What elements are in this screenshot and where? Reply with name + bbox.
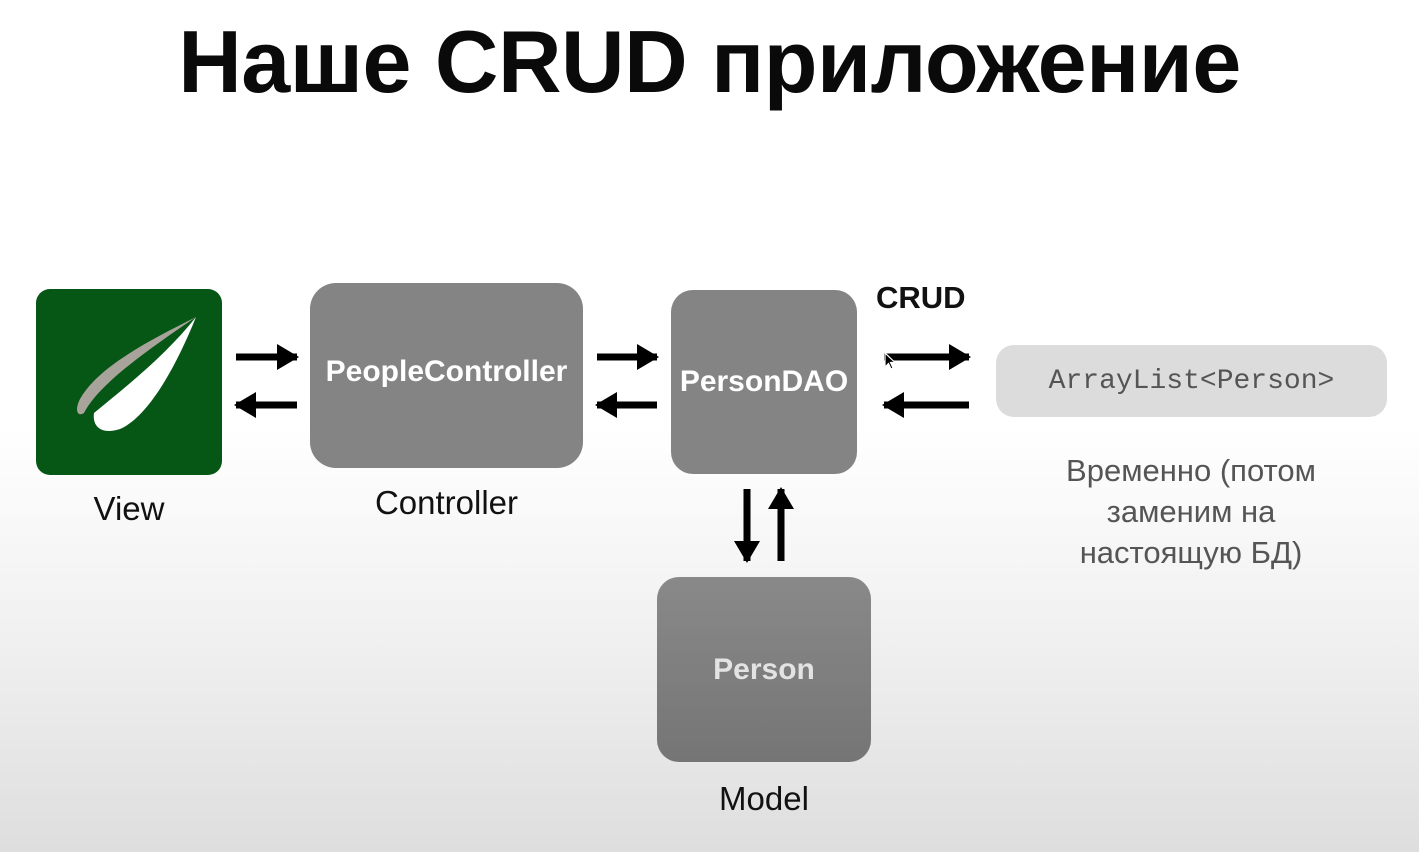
spring-leaf-icon: [36, 289, 222, 475]
controller-caption: Controller: [374, 484, 519, 521]
mouse-pointer-icon: [884, 352, 897, 370]
people-controller-label: PeopleController: [325, 354, 568, 388]
model-caption: Model: [719, 780, 809, 817]
storage-note-line: Временно (потом: [1066, 453, 1316, 488]
arraylist-storage-node: ArrayList<Person>: [996, 345, 1387, 417]
person-model-node: Person: [657, 577, 871, 762]
storage-note-line: заменим на: [1106, 494, 1276, 529]
slide-title: Наше CRUD приложение: [178, 12, 1241, 111]
storage-note-line: настоящую БД): [1079, 535, 1303, 570]
person-dao-label: PersonDAO: [679, 365, 849, 398]
view-caption: View: [93, 490, 165, 527]
crud-label: CRUD: [876, 280, 966, 315]
storage-note: Временно (потом заменим на настоящую БД): [1000, 450, 1382, 573]
arraylist-storage-label: ArrayList<Person>: [1048, 365, 1335, 397]
person-dao-node: PersonDAO: [671, 290, 857, 474]
people-controller-node: PeopleController: [310, 283, 583, 468]
person-model-label: Person: [713, 652, 815, 686]
